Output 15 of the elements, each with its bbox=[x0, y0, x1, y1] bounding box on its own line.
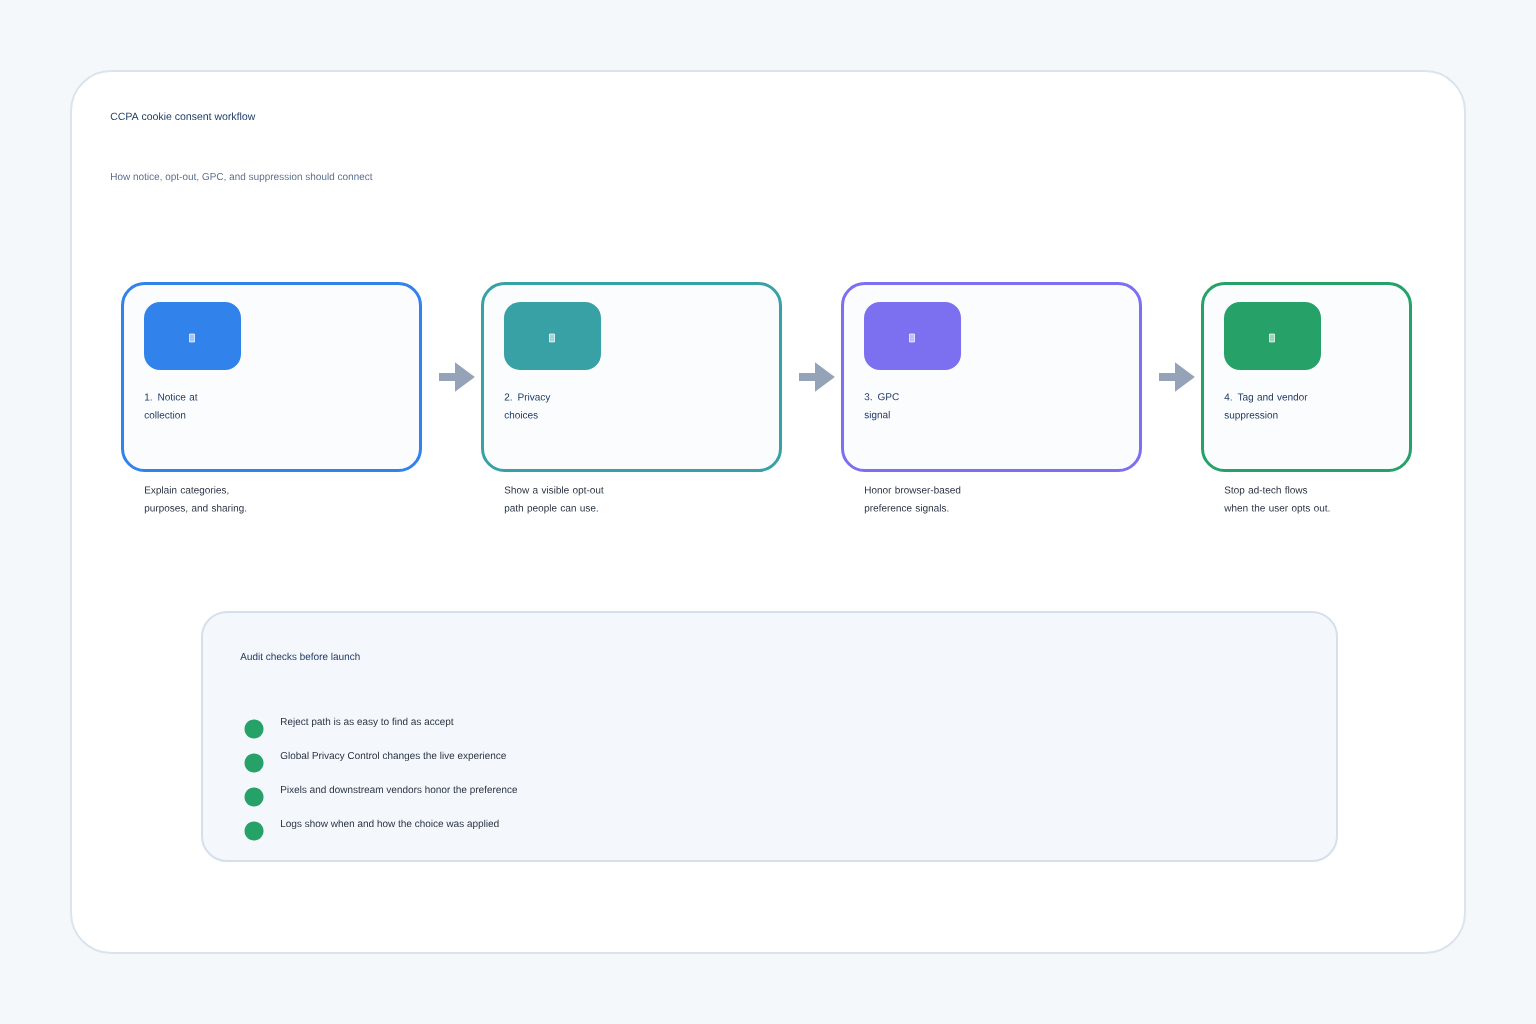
checklist-item: Global Privacy Control changes the live experience bbox=[280, 751, 506, 762]
panel-heading: Audit checks before launch bbox=[240, 652, 360, 661]
step-title: 3. GPC signal bbox=[864, 393, 899, 421]
step-title: 2. Privacy choices bbox=[504, 393, 551, 419]
step-description: Show a visible opt-out path people can use. bbox=[504, 486, 604, 514]
subtitle: How notice, opt-out, GPC, and suppression should connect bbox=[111, 172, 373, 183]
step-description: Explain categories, purposes, and sharing. bbox=[144, 486, 247, 514]
step-title: 4. Tag and vendor suppression bbox=[1224, 393, 1308, 421]
step-description: Stop ad-tech flows when the user opts out. bbox=[1224, 486, 1330, 514]
step-title: 1. Notice at collection bbox=[144, 393, 198, 419]
checklist-item: Pixels and downstream vendors honor the preference bbox=[281, 785, 518, 796]
checklist-item: Logs show when and how the choice was applied bbox=[281, 819, 499, 830]
title: CCPA cookie consent workflow bbox=[110, 112, 256, 121]
step-description: Honor browser-based preference signals. bbox=[864, 486, 961, 514]
checklist-item: Reject path is as easy to find as accept bbox=[281, 717, 454, 728]
